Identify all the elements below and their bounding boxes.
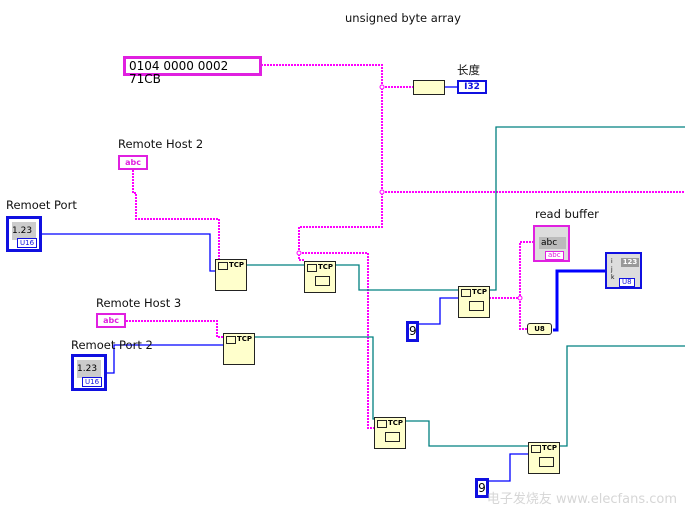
computer-icon [531, 445, 541, 453]
watermark: 电子发烧友 www.elecfans.com [486, 492, 677, 507]
port-wire [42, 233, 215, 272]
read-buffer-indicator[interactable]: abc abc [533, 225, 570, 262]
host3-wire [126, 320, 223, 338]
buffer-icon [539, 457, 554, 467]
remote-host-2-label: Remote Host 2 [118, 137, 204, 151]
remote-port-value: 1.23 [12, 222, 36, 240]
buffer-icon [315, 276, 330, 286]
tcp-open-connection-1[interactable]: TCP [215, 259, 247, 291]
bytes-to-read-constant-2[interactable]: 9 [475, 478, 489, 498]
array-value: 123 [621, 258, 639, 267]
bytes-to-read-constant-1[interactable]: 9 [406, 321, 419, 342]
conn-wire-2 [335, 264, 458, 291]
tcp-write-1[interactable]: TCP [304, 261, 336, 293]
buffer-icon [385, 432, 400, 442]
computer-icon [226, 336, 236, 344]
tcp-write-2[interactable]: TCP [374, 417, 406, 449]
remote-host-3-label: Remote Host 3 [96, 296, 182, 310]
buffer-icon [469, 301, 484, 311]
tcp-open-connection-2[interactable]: TCP [223, 333, 255, 365]
remote-port-control[interactable]: 1.23 U16 [6, 216, 42, 252]
conn-wire-3 [489, 126, 685, 291]
conn-wire-4 [254, 336, 374, 420]
u8-tag: U8 [619, 278, 635, 287]
port2-wire [107, 344, 223, 374]
u16-tag: U16 [82, 377, 103, 387]
length-label: 长度 [457, 63, 480, 77]
tcp-read-1[interactable]: TCP [458, 286, 490, 318]
remote-port-2-label: Remoet Port 2 [71, 338, 153, 352]
tcp-label: TCP [541, 444, 557, 452]
const9-wire [418, 297, 458, 325]
u16-tag: U16 [17, 238, 38, 248]
tcp-label: TCP [387, 419, 403, 427]
string-wire-main [261, 64, 383, 261]
tcp-label: TCP [471, 288, 487, 296]
const9b-wire [488, 453, 528, 482]
conn-wire-6 [559, 345, 685, 447]
computer-icon [218, 262, 228, 270]
diagram-title: unsigned byte array [345, 11, 461, 25]
remote-host-2-control[interactable]: abc [118, 155, 148, 170]
string-tag: abc [545, 251, 564, 260]
tcp-label: TCP [317, 263, 333, 271]
remote-port-2-control[interactable]: 1.23 U16 [71, 354, 107, 391]
tcp-read-2[interactable]: TCP [528, 442, 560, 474]
computer-icon [461, 289, 471, 297]
read-buffer-label: read buffer [535, 207, 599, 221]
computer-icon [377, 420, 387, 428]
string-constant[interactable]: 0104 0000 0002 71CB [123, 56, 262, 86]
tcp-label: TCP [228, 261, 244, 269]
read-wire [489, 241, 535, 330]
u8-array-wire [553, 269, 605, 332]
tcp-label: TCP [236, 335, 252, 343]
remote-host-3-control[interactable]: abc [96, 313, 126, 328]
length-indicator[interactable]: I32 [457, 80, 487, 94]
string-length-function[interactable] [413, 80, 445, 95]
string-wire-write2 [299, 252, 374, 429]
remote-port-label: Remoet Port [6, 198, 77, 212]
conn-wire-5 [405, 420, 528, 447]
computer-icon [307, 264, 317, 272]
host2-wire [132, 170, 220, 260]
remote-port-2-value: 1.23 [77, 360, 101, 378]
string-to-byte-array[interactable]: U8 [527, 323, 552, 335]
read-buffer-value: abc [539, 237, 566, 249]
